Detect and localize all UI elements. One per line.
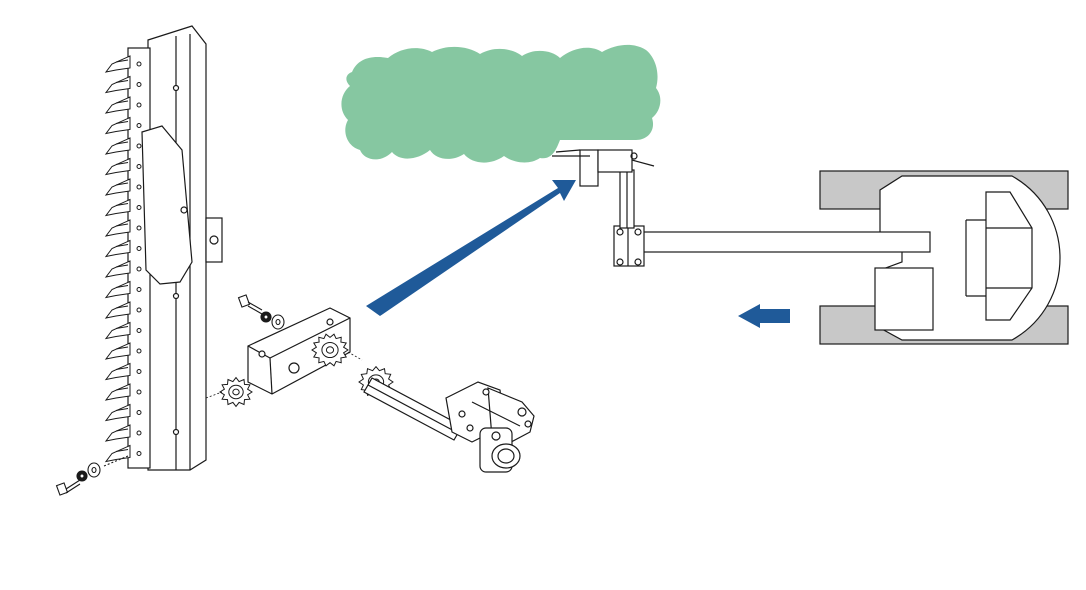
assembly-guide-lines — [205, 351, 363, 399]
cutter-tooth — [104, 260, 131, 278]
blade-rivet — [136, 102, 142, 108]
callout-arrow — [366, 180, 576, 316]
tooth-edge — [115, 408, 129, 411]
blade-rivet — [136, 287, 142, 292]
cutter-tooth — [104, 75, 131, 94]
cutter-tooth — [104, 178, 131, 196]
tooth-edge — [115, 367, 129, 370]
tooth-edge — [115, 305, 129, 309]
bolt-lower — [55, 479, 81, 496]
cutter-tooth — [104, 444, 131, 463]
blade-rivet — [136, 451, 142, 456]
tooth-edge — [115, 203, 129, 206]
blade-rivet — [136, 307, 142, 313]
blade-rivet — [136, 205, 142, 210]
tooth-edge — [115, 264, 129, 268]
tooth-edge — [115, 100, 129, 104]
tooth-edge — [115, 285, 129, 288]
bolts-and-washers — [55, 294, 285, 496]
cutter-tooth — [104, 157, 131, 176]
mounting-bracket — [445, 381, 535, 473]
tooth-edge — [115, 182, 129, 186]
excavator-boom — [639, 231, 931, 253]
blade-rivet — [136, 123, 142, 128]
cutter-tooth — [104, 219, 131, 237]
blade-rivet — [136, 82, 142, 87]
travel-direction-arrow — [738, 304, 790, 328]
excavator-top-view — [552, 149, 1069, 345]
tooth-edge — [115, 449, 129, 452]
bolt-upper — [237, 294, 263, 315]
drive-cover-plate — [141, 125, 193, 285]
tooth-edge — [115, 121, 129, 124]
cutter-tooth — [104, 239, 131, 258]
tooth-edge — [115, 244, 129, 247]
cutter-tooth — [104, 321, 131, 340]
blade-rivet — [136, 246, 142, 251]
tooth-edge — [115, 59, 129, 63]
cutter-tooth — [104, 116, 131, 135]
blade-rivet — [136, 328, 142, 333]
blade-rivet — [136, 389, 142, 395]
blade-rivet — [136, 225, 142, 231]
blade-rivet — [136, 410, 142, 415]
cutter-head-small — [552, 149, 655, 187]
cutter-tooth — [104, 383, 131, 401]
blade-rivet — [136, 61, 142, 67]
blade-rivet — [136, 164, 142, 169]
blade-rivet — [136, 184, 142, 190]
cutter-tooth — [104, 424, 131, 442]
cutter-tooth — [104, 403, 131, 422]
cutter-tooth — [104, 280, 131, 299]
cutter-teeth — [104, 55, 142, 463]
hedge-foliage — [341, 44, 661, 163]
tooth-edge — [115, 346, 129, 350]
blade-rivet — [136, 430, 142, 436]
tooth-edge — [115, 162, 129, 165]
blade-rivet — [136, 348, 142, 354]
tooth-edge — [115, 223, 129, 227]
blade-rivet — [136, 266, 142, 272]
cutter-tooth — [104, 362, 131, 381]
cutter-tooth — [104, 137, 131, 155]
cutter-bar-assembly — [127, 25, 223, 471]
blade-rivet — [136, 143, 142, 149]
cutter-tooth — [104, 198, 131, 217]
sprocket-bore — [232, 388, 240, 396]
tooth-edge — [115, 80, 129, 83]
excavator-cab — [874, 267, 934, 331]
drive-housing — [247, 307, 351, 395]
cutter-tooth — [104, 55, 131, 73]
blade-rivet — [136, 369, 142, 374]
tooth-edge — [115, 141, 129, 145]
tooth-edge — [115, 326, 129, 329]
cutter-tooth — [104, 96, 131, 114]
sprocket-bore — [325, 346, 335, 354]
tooth-edge — [115, 387, 129, 391]
tooth-edge — [115, 428, 129, 432]
cutter-tooth — [104, 301, 131, 319]
drive-shaft — [363, 377, 463, 441]
cutter-tooth — [104, 342, 131, 360]
